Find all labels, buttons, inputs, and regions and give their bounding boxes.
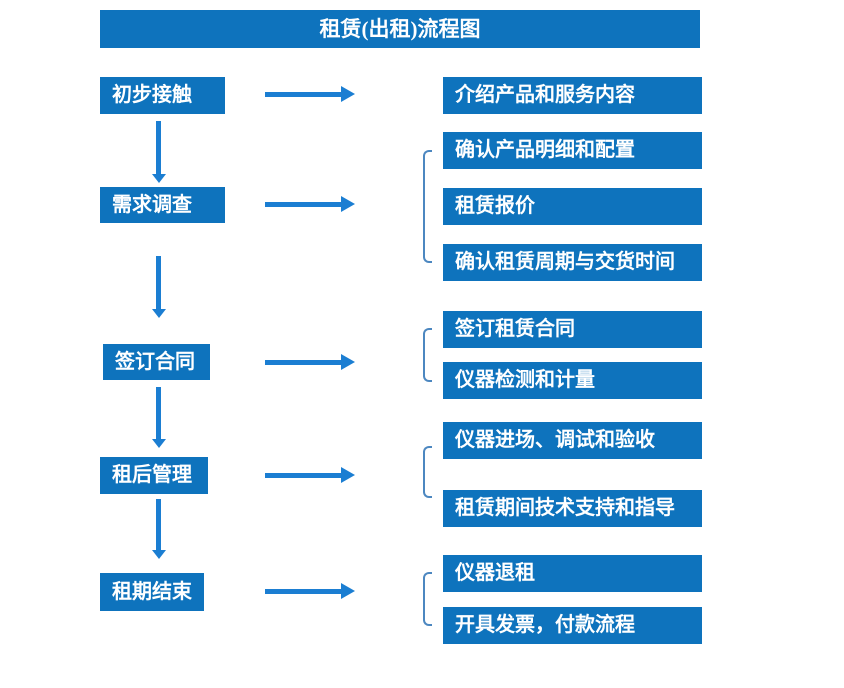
- stage-box-sign-contract: 签订合同: [103, 344, 210, 380]
- output-box-introduce-products: 介绍产品和服务内容: [443, 77, 702, 114]
- flowchart-title: 租赁(出租)流程图: [100, 10, 700, 48]
- output-box-instrument-testing: 仪器检测和计量: [443, 362, 702, 399]
- output-box-confirm-period: 确认租赁周期与交货时间: [443, 244, 702, 281]
- stage-box-initial-contact: 初步接触: [100, 77, 225, 114]
- output-box-invoice-payment: 开具发票，付款流程: [443, 607, 702, 644]
- output-box-sign-rental-contract: 签订租赁合同: [443, 311, 702, 348]
- output-box-instrument-return: 仪器退租: [443, 555, 702, 592]
- output-box-instrument-setup: 仪器进场、调试和验收: [443, 422, 702, 459]
- arrow-right-icon: [265, 196, 355, 212]
- stage-box-lease-end: 租期结束: [100, 573, 204, 611]
- arrow-down-icon: [151, 499, 166, 559]
- output-box-tech-support: 租赁期间技术支持和指导: [443, 490, 702, 527]
- arrow-down-icon: [151, 121, 166, 183]
- stage-box-post-rental-mgmt: 租后管理: [100, 457, 208, 494]
- output-box-rental-quote: 租赁报价: [443, 188, 702, 225]
- arrow-right-icon: [265, 86, 355, 102]
- stage-box-demand-survey: 需求调查: [100, 187, 225, 223]
- bracket-connector: [423, 150, 432, 263]
- output-box-confirm-details: 确认产品明细和配置: [443, 132, 702, 169]
- arrow-down-icon: [151, 387, 166, 448]
- bracket-connector: [423, 328, 432, 382]
- arrow-right-icon: [265, 467, 355, 483]
- bracket-connector: [423, 572, 432, 626]
- arrow-down-icon: [151, 256, 166, 318]
- bracket-connector: [423, 446, 432, 498]
- arrow-right-icon: [265, 354, 355, 370]
- arrow-right-icon: [265, 583, 355, 599]
